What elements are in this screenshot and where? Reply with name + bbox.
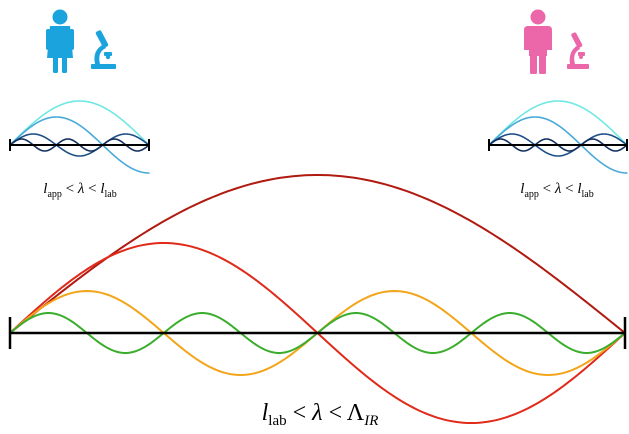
microscope-icon	[91, 30, 116, 69]
small-wave-mode-2	[9, 116, 150, 174]
left-inequality-label: lapp < λ < llab	[43, 181, 116, 200]
small-wave-mode-2	[488, 116, 628, 174]
small-wave-mode-1	[488, 100, 628, 146]
small-wave-mode-1	[9, 100, 150, 146]
right-wave-panel	[488, 100, 628, 174]
small-wave-mode-3	[9, 133, 150, 157]
microscope-icon	[567, 32, 589, 69]
right-inequality-label: lapp < λ < llab	[520, 181, 593, 200]
left-wave-panel	[9, 100, 150, 174]
man-icon	[524, 9, 552, 74]
woman-icon	[46, 9, 74, 73]
big-wave-panel	[8, 173, 627, 425]
small-wave-mode-3	[488, 133, 628, 157]
bottom-inequality-label: llab < λ < ΛIR	[262, 400, 379, 429]
